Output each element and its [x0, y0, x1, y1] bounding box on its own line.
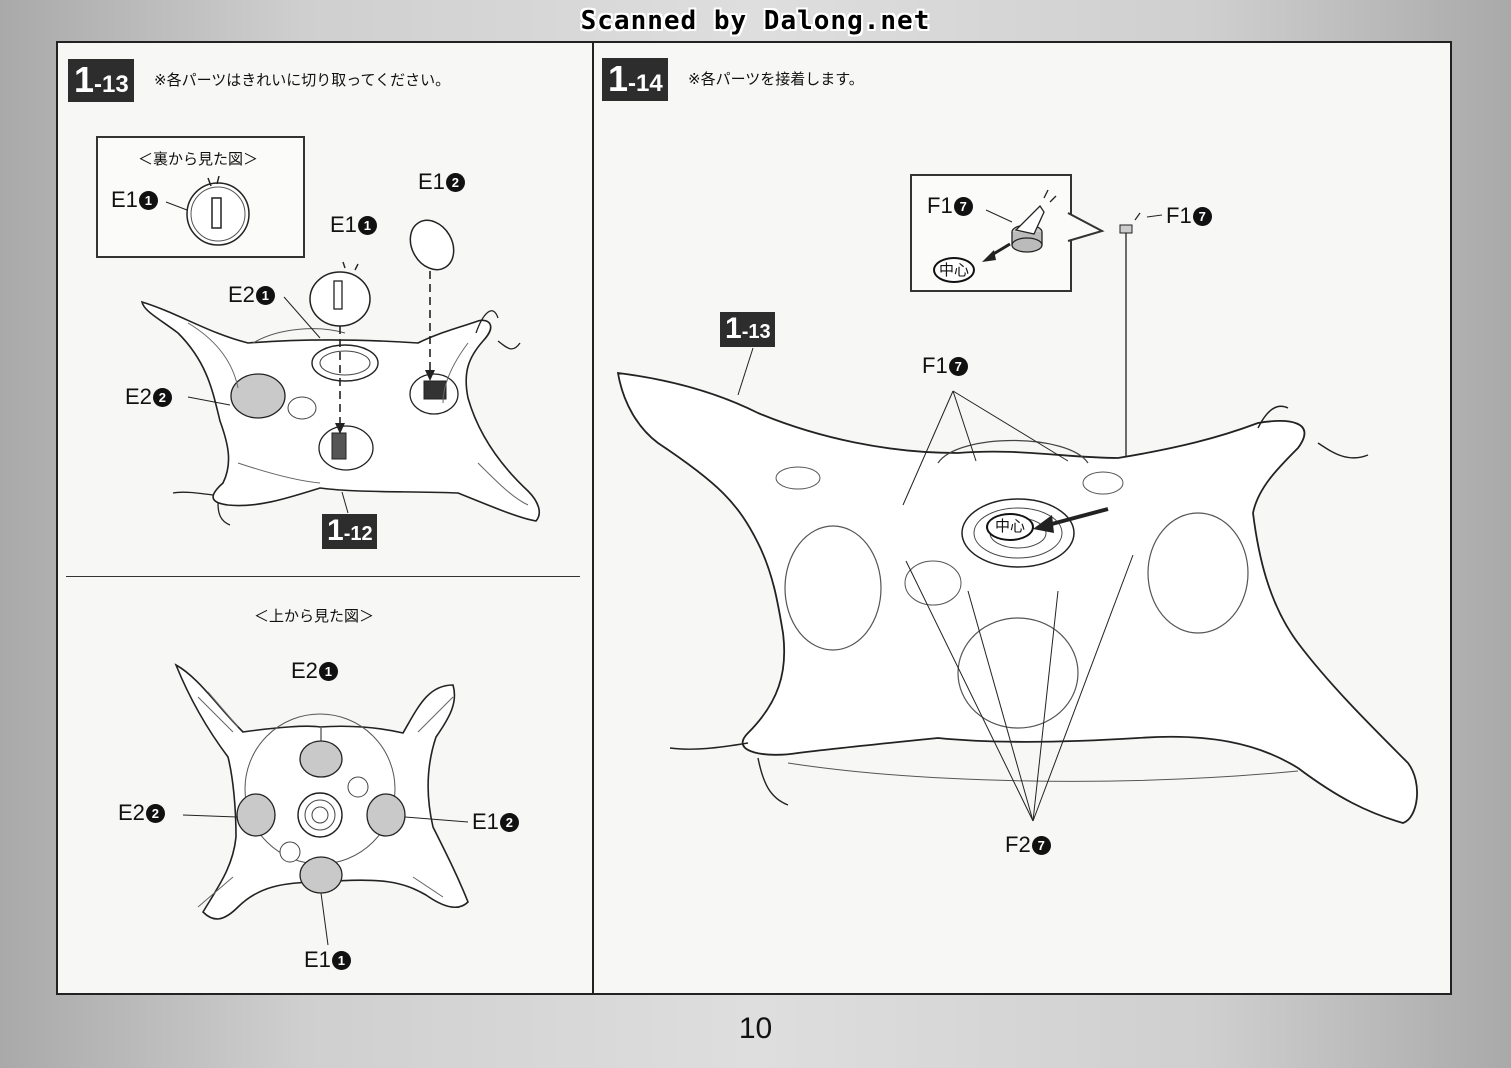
center-mark-stamp: 中心: [933, 257, 975, 283]
top-view-drawing: [174, 663, 469, 946]
step-1-14-assembly-drawing: [616, 212, 1418, 824]
step-1-13-note: ※各パーツはきれいに切り取ってください。: [154, 71, 451, 89]
step-1-13-assembly-drawing: [140, 219, 540, 526]
reference-badge-1-12: 1-12: [322, 514, 377, 549]
scan-credit-watermark: Scanned by Dalong.net: [580, 6, 931, 36]
page-number: 10: [738, 1012, 773, 1045]
sub-panel-divider: [66, 576, 580, 577]
back-view-caption: ＜裏から見た図＞: [138, 150, 259, 168]
f1-part-drawing: [982, 189, 1057, 262]
center-mark-on-model: 中心: [986, 513, 1034, 541]
reference-badge-1-13: 1-13: [720, 312, 775, 347]
step-badge-minor: -13: [94, 71, 129, 98]
step-1-14-note: ※各パーツを接着します。: [688, 70, 864, 88]
step-badge-major: 1: [74, 59, 95, 100]
top-view-caption: ＜上から見た図＞: [254, 607, 375, 625]
step-badge-1-14: 1-14: [602, 58, 668, 101]
e1-back-part-drawing: [165, 175, 250, 246]
step-badge-1-13: 1-13: [68, 59, 134, 102]
panel-divider: [592, 43, 594, 993]
